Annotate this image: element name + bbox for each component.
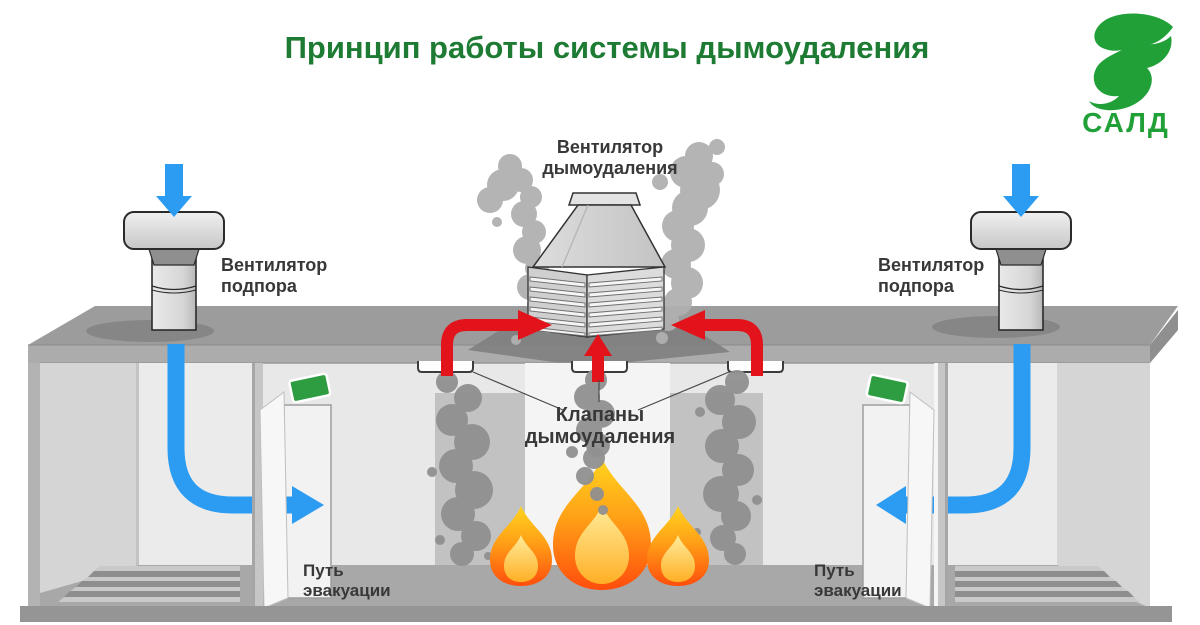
exit-sign-right [865, 373, 909, 405]
valve-label-lines [472, 371, 730, 411]
fresh-air-arrowhead-left [292, 486, 324, 524]
supply-fan-left-label: Вентилятор подпора [221, 255, 327, 296]
divider-wall-right [934, 363, 948, 608]
divider-wall-left [252, 363, 263, 608]
stairs-right [955, 566, 1140, 602]
fresh-air-duct-right [876, 344, 1031, 524]
svg-text:Вентилятор: Вентилятор [878, 255, 984, 275]
open-door-right [905, 391, 935, 609]
svg-text:Вентилятор: Вентилятор [221, 255, 327, 275]
smoke-over-flame [566, 446, 608, 515]
svg-text:дымоудаления: дымоудаления [525, 426, 675, 448]
svg-text:Путь: Путь [303, 561, 344, 580]
fresh-air-down-arrow-left [156, 164, 192, 217]
evacuation-path-right-label: Путь эвакуации [814, 561, 902, 600]
svg-text:Путь: Путь [814, 561, 855, 580]
supply-fan-right-label: Вентилятор подпора [878, 255, 984, 296]
flame-left [490, 506, 552, 586]
exhaust-fan-louvers [529, 276, 663, 337]
smoke-valves-label: Клапаны дымоудаления [525, 404, 675, 448]
fresh-air-arrowhead-right [876, 486, 906, 524]
flame-center [553, 458, 651, 590]
svg-text:эвакуации: эвакуации [814, 581, 902, 600]
smoke-column-right [693, 370, 762, 565]
svg-text:дымоудаления: дымоудаления [542, 158, 677, 178]
smoke-column-left [427, 371, 493, 566]
svg-text:Клапаны: Клапаны [556, 404, 644, 426]
logo-text: САЛД [1082, 107, 1170, 138]
svg-text:подпора: подпора [221, 276, 298, 296]
smoke-flow-arrow-left [441, 310, 552, 376]
exit-sign-left [288, 372, 332, 404]
fresh-air-duct-left [167, 344, 324, 524]
supply-fan-right [970, 211, 1072, 331]
logo-s-icon [1089, 13, 1173, 111]
logo: САЛД [1082, 13, 1173, 138]
fresh-air-down-arrow-right [1003, 164, 1039, 217]
evacuation-path-left-label: Путь эвакуации [303, 561, 391, 600]
stairs-left [58, 566, 240, 602]
building-base [20, 606, 1172, 622]
smoke-flow-arrow-center [584, 334, 612, 382]
svg-text:эвакуации: эвакуации [303, 581, 391, 600]
svg-text:подпора: подпора [878, 276, 955, 296]
exhaust-fan-label: Вентилятор дымоудаления [542, 137, 677, 178]
exhaust-fan [527, 192, 667, 338]
page-title: Принцип работы системы дымоудаления [285, 30, 930, 65]
smoke-flow-arrow-right [671, 310, 763, 376]
flame-right [647, 506, 709, 586]
svg-text:Вентилятор: Вентилятор [557, 137, 663, 157]
supply-fan-left [123, 211, 225, 331]
open-door-left [259, 391, 289, 609]
